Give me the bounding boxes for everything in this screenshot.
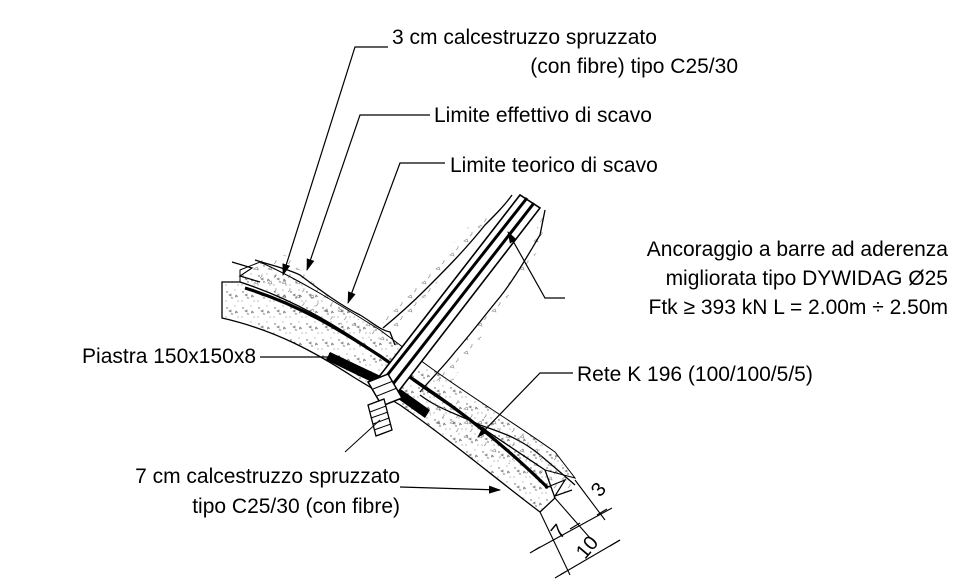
leader-theoretical (347, 162, 445, 304)
break-mark-left (231, 261, 261, 283)
label-theoretical-limit: Limite teorico di scavo (450, 154, 658, 177)
leader-3cm (282, 46, 388, 276)
label-anchor-line3: Ftk ≥ 393 kN L = 2.00m ÷ 2.50m (649, 296, 949, 319)
leader-anchor (507, 231, 565, 299)
threaded-end (367, 398, 393, 437)
label-shotcrete-3cm-line1: 3 cm calcestruzzo spruzzato (392, 26, 657, 49)
break-mark-right (544, 478, 573, 498)
label-mesh: Rete K 196 (100/100/5/5) (577, 363, 813, 386)
leader-mesh (477, 372, 573, 438)
leader-effective (306, 114, 430, 271)
anchor-bar-core-1 (383, 197, 529, 379)
anchor-axis-line (344, 419, 381, 453)
dimension-label-10: 10 (572, 532, 603, 563)
leader-7cm (399, 485, 501, 494)
label-anchor-line2: migliorata tipo DYWIDAG Ø25 (666, 267, 948, 290)
label-anchor-line1: Ancoraggio a barre ad aderenza (647, 238, 949, 261)
borehole-edge-right (419, 209, 546, 393)
dimension-group (529, 479, 621, 579)
borehole-edge-left (382, 194, 513, 329)
dimension-label-7: 7 (547, 521, 571, 544)
label-shotcrete-3cm-line2: (con fibre) tipo C25/30 (530, 55, 738, 78)
label-shotcrete-7cm-line1: 7 cm calcestruzzo spruzzato (135, 465, 400, 488)
dimension-label-3: 3 (587, 479, 611, 502)
anchor-nut (366, 373, 404, 407)
effective-excavation-line (254, 259, 396, 346)
label-plate: Piastra 150x150x8 (82, 345, 256, 368)
rock-mass-bolt-right (435, 210, 545, 385)
label-shotcrete-7cm-line2: tipo C25/30 (con fibre) (192, 495, 400, 518)
label-effective-limit: Limite effettivo di scavo (434, 104, 652, 127)
rock-mass-bolt-left (380, 195, 505, 335)
